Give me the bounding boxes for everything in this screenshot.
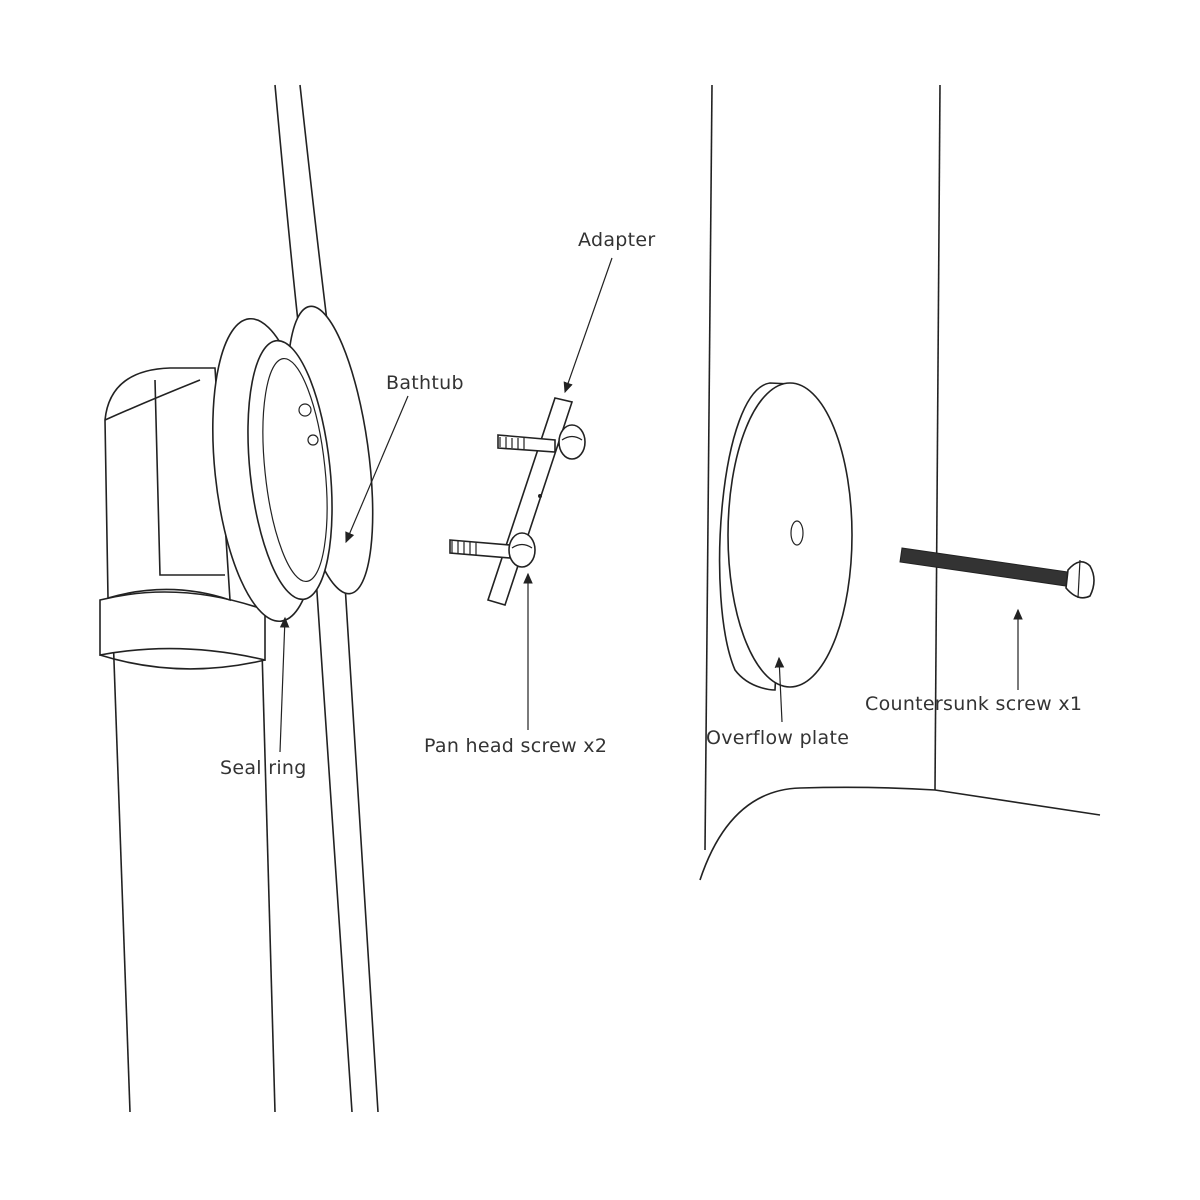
seal-ring-label: Seal ring	[220, 757, 307, 779]
seal-ring-leader	[279, 616, 290, 753]
seal-ring	[211, 305, 374, 623]
tub-corner	[699, 84, 1101, 881]
bathtub-leader	[345, 395, 409, 544]
overflow-plate-label: Overflow plate	[706, 727, 850, 749]
bathtub-label: Bathtub	[386, 372, 464, 394]
adapter-leader	[563, 257, 613, 394]
countersunk-screw-label: Countersunk screw x1	[865, 693, 1083, 715]
overflow-plate	[718, 382, 853, 691]
countersunk-screw	[899, 547, 1095, 599]
overflow-plate-leader	[774, 656, 785, 723]
pan-head-screw-label: Pan head screw x2	[424, 735, 608, 757]
adapter	[449, 397, 586, 606]
drain-pipe	[99, 367, 276, 1113]
adapter-label: Adapter	[578, 229, 656, 251]
